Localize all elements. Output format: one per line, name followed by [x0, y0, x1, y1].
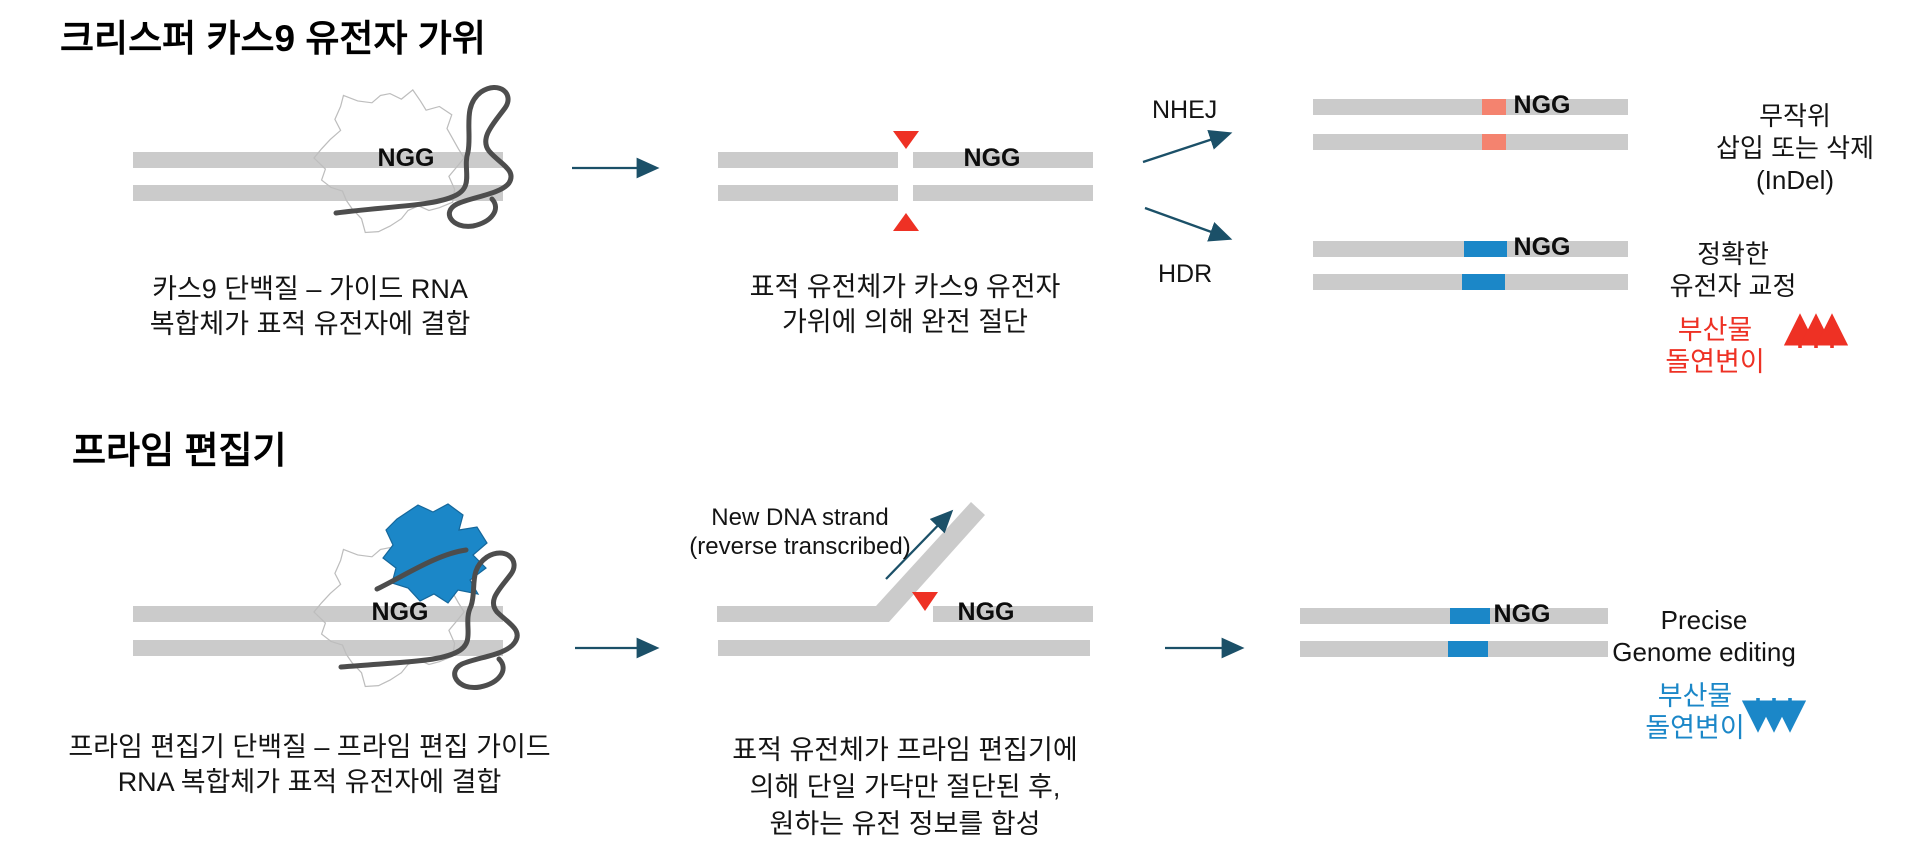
dna-strand-top [1313, 99, 1628, 115]
nick-triangle-icon [912, 592, 938, 611]
dna-strand-top-left-fragment [717, 606, 875, 622]
section-title-crispr: 크리스퍼 카스9 유전자 가위 [60, 18, 486, 59]
byproduct-mutation-label-crispr: 부산물 돌연변이 [1640, 314, 1790, 378]
dna-strand-bottom-right-fragment [913, 185, 1093, 201]
caption-prime-nick: 표적 유전체가 프라임 편집기에 의해 단일 가닥만 절단된 후, 원하는 유전… [690, 732, 1120, 843]
edit-insert [1448, 641, 1488, 657]
caption-line: 표적 유전체가 프라임 편집기에 [732, 735, 1078, 765]
byproduct-mutation-label-prime: 부산물 돌연변이 [1620, 680, 1770, 744]
guide-rna-icon [333, 84, 514, 229]
byproduct-line: 돌연변이 [1665, 347, 1765, 377]
indel-insert [1482, 134, 1506, 150]
outcome-line: (InDel) [1755, 165, 1834, 195]
caption-line: 프라임 편집기 단백질 – 프라임 편집 가이드 [68, 732, 551, 762]
dna-strand-top-right-fragment [913, 152, 1093, 168]
new-strand-arrow [885, 509, 954, 580]
indel-insert [1482, 99, 1506, 115]
dna-flap [866, 502, 985, 622]
caption-line: 원하는 유전 정보를 합성 [769, 809, 1041, 839]
annotation-line: (reverse transcribed) [689, 533, 911, 560]
pam-label: NGG [1513, 233, 1571, 261]
caption-prime-binding: 프라임 편집기 단백질 – 프라임 편집 가이드 RNA 복합체가 표적 유전자… [12, 730, 607, 800]
pathway-label-hdr: HDR [1158, 260, 1213, 288]
pam-label: NGG [963, 144, 1021, 172]
dna-strand-bottom [133, 640, 503, 656]
hdr-arrow [1144, 206, 1233, 242]
pam-label: NGG [377, 144, 435, 172]
peg-rna-icon [338, 550, 520, 690]
dna-strand-top [133, 606, 503, 622]
dna-strand-bottom [1313, 134, 1628, 150]
outcome-line: 정확한 [1697, 239, 1769, 269]
section-title-prime: 프라임 편집기 [72, 430, 287, 471]
nhej-arrow [1142, 129, 1233, 164]
byproduct-line: 부산물 [1677, 315, 1753, 345]
caption-line: RNA 복합체가 표적 유전자에 결합 [117, 767, 502, 797]
dna-strand-bottom [1313, 274, 1628, 290]
peg-rna-template-icon [374, 547, 469, 592]
rt-domain-icon [382, 503, 488, 604]
caption-line: 카스9 단백질 – 가이드 RNA [152, 274, 468, 304]
down-arrows-icon [1741, 698, 1807, 733]
dna-strand-bottom [133, 185, 503, 201]
pam-label: NGG [1493, 600, 1551, 628]
caption-line: 표적 유전체가 카스9 유전자 [749, 272, 1061, 302]
dna-strand-top [133, 152, 503, 168]
byproduct-line: 돌연변이 [1645, 713, 1745, 743]
edit-insert [1450, 608, 1490, 624]
byproduct-line: 부산물 [1657, 681, 1733, 711]
up-arrows-icon [1783, 313, 1849, 348]
caption-line: 가위에 의해 완전 절단 [781, 307, 1029, 337]
caption-line: 복합체가 표적 유전자에 결합 [149, 309, 471, 339]
outcome-precise: Precise Genome editing [1574, 604, 1834, 668]
dna-strand-bottom [718, 640, 1090, 656]
cas9-protein-icon [313, 89, 465, 234]
new-strand-annotation: New DNA strand (reverse transcribed) [655, 503, 945, 561]
cut-triangle-top-icon [893, 131, 919, 149]
pam-label: NGG [1513, 91, 1571, 119]
caption-cas9-cut: 표적 유전체가 카스9 유전자 가위에 의해 완전 절단 [695, 270, 1115, 340]
pathway-label-nhej: NHEJ [1152, 96, 1218, 124]
annotation-line: New DNA strand [711, 504, 889, 531]
edit-insert [1462, 274, 1505, 290]
dna-strand-top [1313, 241, 1628, 257]
edit-insert [1464, 241, 1507, 257]
outcome-line: 삽입 또는 삭제 [1716, 133, 1874, 163]
caption-line: 의해 단일 가닥만 절단된 후, [749, 772, 1061, 802]
dna-strand-top-left-fragment [718, 152, 898, 168]
outcome-hdr: 정확한 유전자 교정 [1603, 238, 1863, 302]
dna-strand-bottom-left-fragment [718, 185, 898, 201]
outcome-line: Precise [1660, 605, 1748, 635]
outcome-nhej: 무작위 삽입 또는 삭제 (InDel) [1665, 100, 1920, 196]
outcome-line: 무작위 [1759, 101, 1831, 131]
dna-strand-top-right-fragment [933, 606, 1093, 622]
cut-triangle-bottom-icon [893, 213, 919, 231]
pam-label: NGG [957, 598, 1015, 626]
dna-strand-top [1300, 608, 1608, 624]
outcome-line: Genome editing [1612, 637, 1796, 667]
caption-cas9-binding: 카스9 단백질 – 가이드 RNA 복합체가 표적 유전자에 결합 [90, 272, 530, 342]
dna-strand-bottom [1300, 641, 1608, 657]
pam-label: NGG [371, 598, 429, 626]
outcome-line: 유전자 교정 [1669, 271, 1797, 301]
